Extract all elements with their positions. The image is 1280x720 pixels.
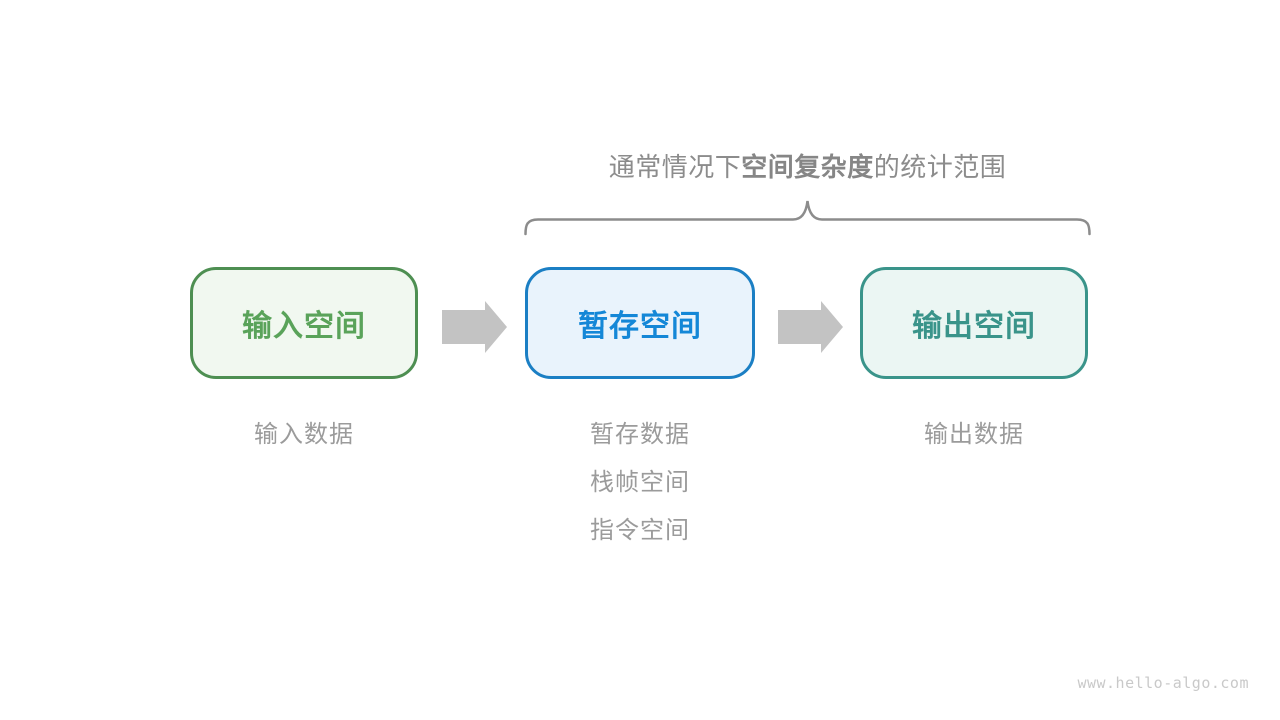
scope-brace	[524, 200, 1091, 236]
right-arrow-icon	[442, 301, 507, 353]
output-space-label: 输出空间	[912, 310, 1036, 343]
buffer-note-1: 暂存数据	[590, 421, 690, 448]
title-emphasis: 空间复杂度	[741, 152, 874, 182]
title-suffix: 的统计范围	[873, 152, 1007, 182]
watermark: www.hello-algo.com	[1077, 674, 1249, 692]
input-note: 输入数据	[254, 421, 354, 448]
buffer-space-label: 暂存空间	[578, 310, 702, 343]
diagram-title: 通常情况下空间复杂度的统计范围	[524, 147, 1091, 184]
buffer-note-2: 栈帧空间	[590, 469, 690, 496]
input-space-box: 输入空间	[190, 267, 418, 379]
output-note: 输出数据	[924, 421, 1024, 448]
buffer-space-box: 暂存空间	[525, 267, 755, 379]
buffer-note-3: 指令空间	[590, 517, 690, 544]
input-space-label: 输入空间	[242, 310, 366, 343]
title-prefix: 通常情况下	[608, 152, 742, 182]
output-space-box: 输出空间	[860, 267, 1088, 379]
right-arrow-icon	[778, 301, 843, 353]
